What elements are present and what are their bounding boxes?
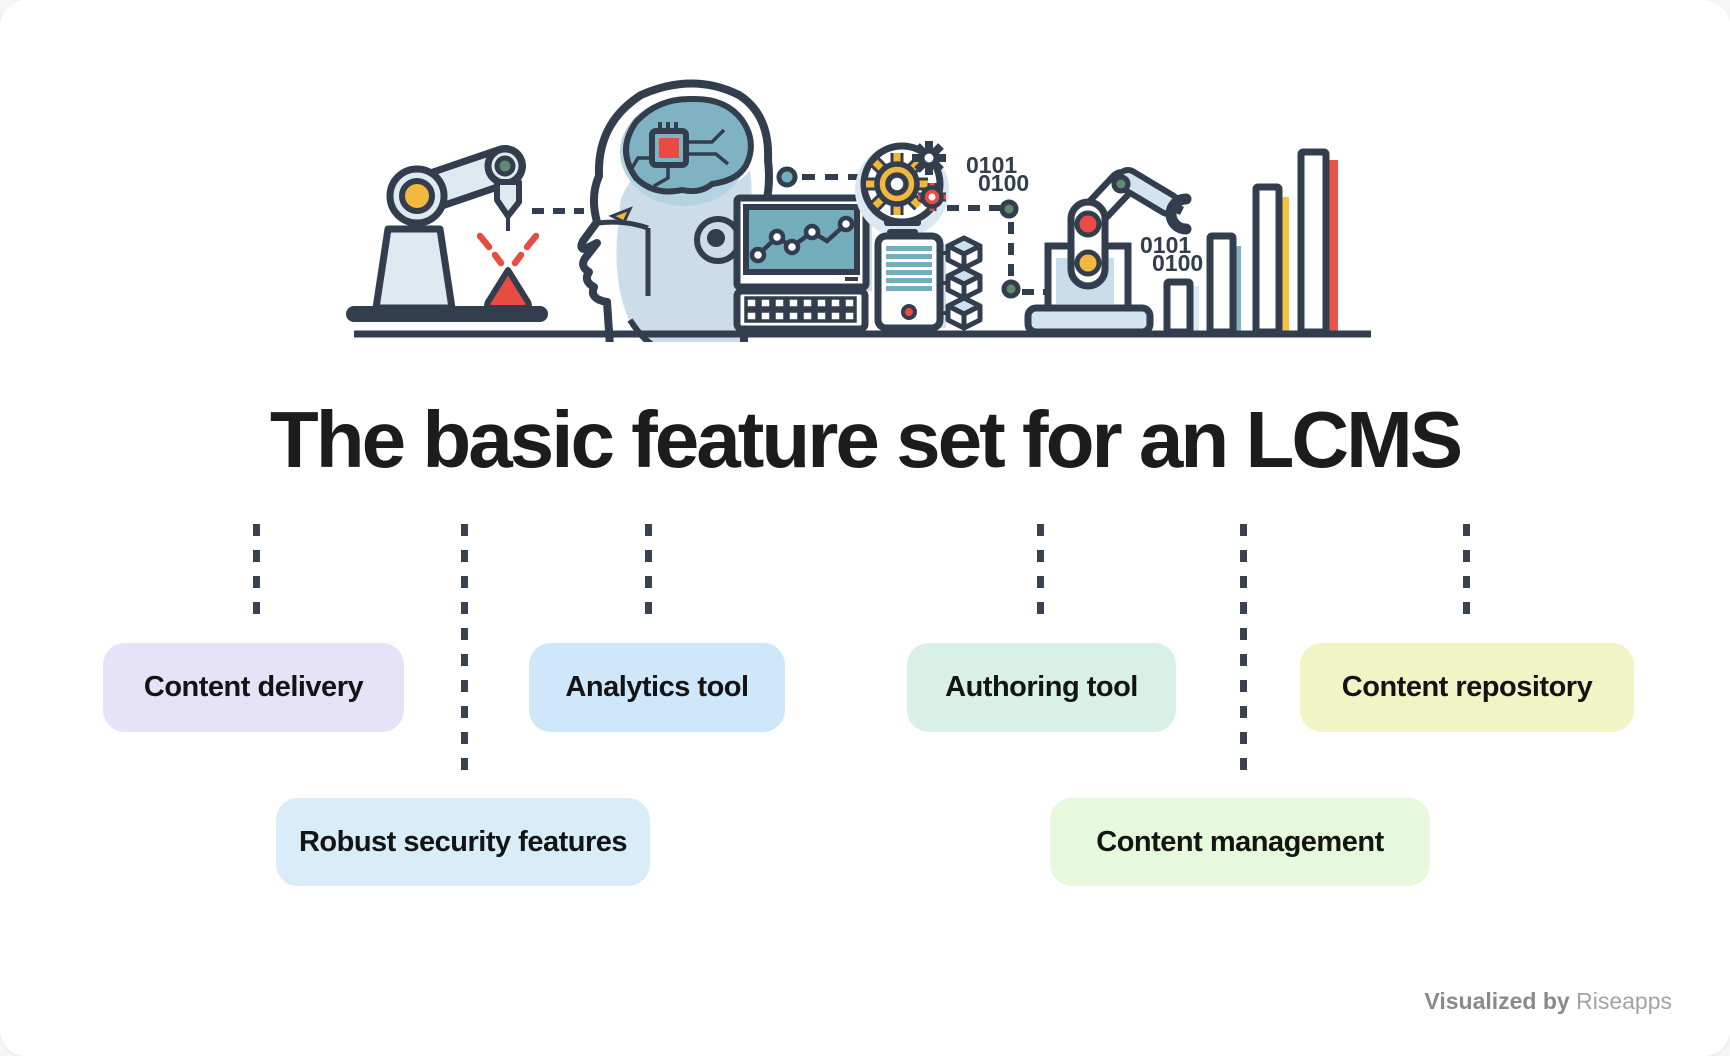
feature-label: Content repository xyxy=(1341,671,1593,703)
connector-line-content-repository xyxy=(1463,524,1470,616)
credit-line: Visualized by Riseapps xyxy=(1424,988,1672,1015)
page-title: The basic feature set for an LCMS xyxy=(269,395,1463,484)
feature-label: Content management xyxy=(1096,825,1384,858)
server-tower-icon xyxy=(874,232,946,332)
connector-line-content-management xyxy=(1240,524,1247,774)
data-cubes-icon xyxy=(941,235,983,331)
monitor-line-chart-icon xyxy=(733,194,872,291)
warning-triangle-icon xyxy=(476,232,540,311)
connector-route xyxy=(947,199,1046,299)
keyboard-icon xyxy=(733,287,869,333)
ai-chip-icon xyxy=(630,122,730,188)
feature-box-analytics-tool: Analytics tool xyxy=(529,643,785,732)
node-dot-icon xyxy=(1001,279,1021,299)
human-head-ai-chip-icon xyxy=(577,79,773,342)
feature-label: Content delivery xyxy=(143,671,364,703)
robot-arm-left-icon xyxy=(346,145,548,322)
binary-code-right: 0101 0100 xyxy=(1140,232,1203,276)
credit-prefix: Visualized by xyxy=(1424,988,1570,1014)
robot-arm-right-icon xyxy=(1024,167,1192,336)
claw-icon xyxy=(1165,193,1192,235)
credit-brand: Riseapps xyxy=(1576,988,1672,1014)
connector-line-authoring-tool xyxy=(1037,524,1044,616)
feature-box-content-delivery: Content delivery xyxy=(103,643,404,732)
feature-box-authoring-tool: Authoring tool xyxy=(907,643,1176,732)
connector-line-content-delivery xyxy=(253,524,260,616)
idea-bulb-gears-icon xyxy=(855,141,949,237)
feature-label: Robust security features xyxy=(298,825,628,858)
feature-box-robust-security: Robust security features xyxy=(276,798,650,886)
binary-line: 0100 xyxy=(978,170,1029,196)
feature-box-content-repository: Content repository xyxy=(1300,643,1634,732)
connector-line-robust-security xyxy=(461,524,468,774)
lcms-illustration: 0101 0100 0101 xyxy=(346,79,1371,342)
feature-label: Authoring tool xyxy=(945,671,1138,703)
binary-code-left: 0101 0100 xyxy=(966,152,1029,196)
feature-label: Analytics tool xyxy=(565,671,749,703)
feature-box-content-management: Content management xyxy=(1050,798,1430,886)
node-dot-icon xyxy=(999,199,1019,219)
node-dot-icon xyxy=(776,166,798,188)
binary-line: 0100 xyxy=(1152,250,1203,276)
gears-icon xyxy=(866,141,946,215)
growth-bar-chart-icon xyxy=(1163,148,1338,336)
binary-line: 0101 xyxy=(966,152,1017,178)
connector-line-analytics-tool xyxy=(645,524,652,616)
binary-line: 0101 xyxy=(1140,232,1191,258)
